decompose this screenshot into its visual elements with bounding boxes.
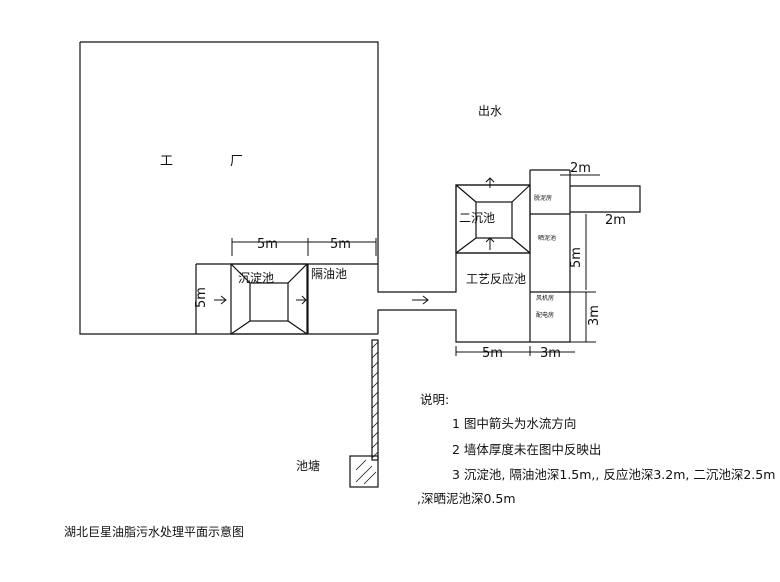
pond-channel [349,339,379,488]
blower-room-label: 风机房 [536,294,554,302]
outlet-channel [570,185,641,213]
diagram-caption: 湖北巨星油脂污水处理平面示意图 [64,525,245,539]
note-line-2: 2 墙体厚度未在图中反映出 [452,442,602,457]
dim-blower-width: 3m [540,346,561,361]
factory-label-b: 厂 [230,154,243,169]
note-line-4: ,深晒泥池深0.5m [417,491,516,506]
secondary-settling-label: 二沉池 [459,211,495,225]
factory-label-a: 工 [160,154,173,169]
sludge-drying-label: 晒泥池 [538,234,556,242]
note-line-3: 3 沉淀池, 隔油池深1.5m,, 反应池深3.2m, 二沉池深2.5m [452,467,776,482]
dim-blower-height: 3m [587,305,602,326]
dim-drying-height: 5m [569,247,584,268]
notes-heading: 说明: [420,392,450,407]
room-column [529,169,571,342]
flow-arrow-icon [214,177,495,305]
note-line-1: 1 图中箭头为水流方向 [452,416,577,431]
dim-outlet-top: 2m [570,161,591,176]
outlet-label: 出水 [478,104,502,118]
tank-section-walls [195,263,378,335]
settling-tank-label: 沉淀池 [238,271,274,285]
dim-oil-width: 5m [330,237,351,252]
sludge-room-label: 脱泥房 [534,194,552,202]
dim-reactor-width: 5m [482,346,503,361]
power-room-label: 配电房 [536,311,554,319]
dim-settling-height: 5m [194,287,209,308]
dimension-lines [195,174,600,356]
settling-tank-shape [230,263,308,335]
factory-outline [79,41,379,335]
dim-outlet-right: 2m [605,213,626,228]
dim-settling-width: 5m [257,237,278,252]
process-reactor-label: 工艺反应池 [466,271,526,286]
pond-label: 池塘 [296,458,320,473]
oil-separator-label: 隔油池 [311,267,347,281]
